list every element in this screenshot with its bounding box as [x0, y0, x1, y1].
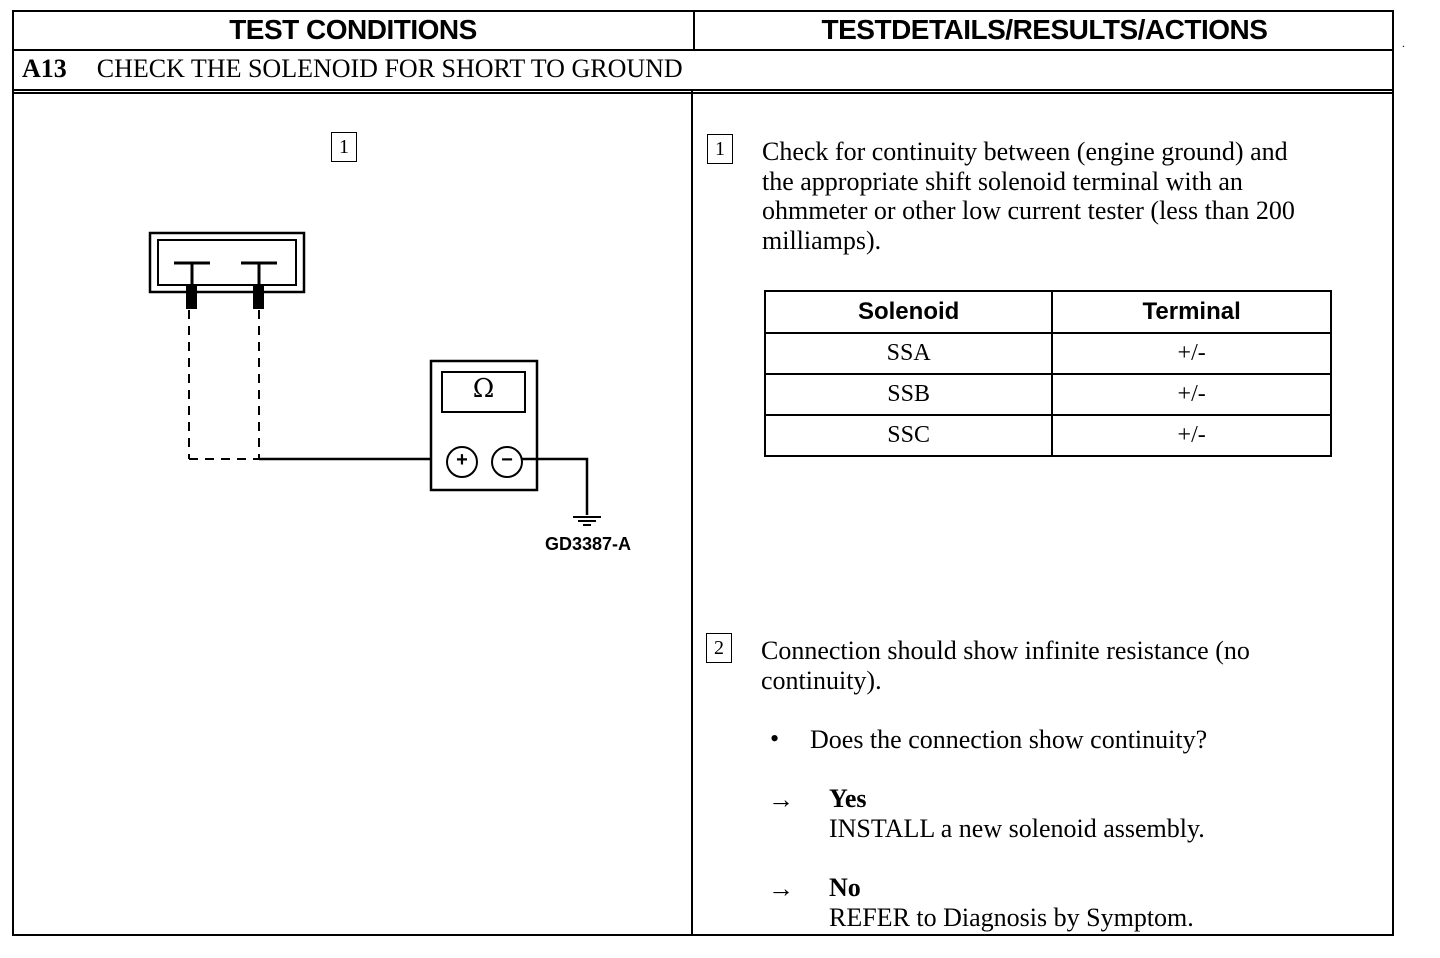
step-1-line: the appropriate shift solenoid terminal … — [762, 166, 1243, 196]
solenoid-cell: SSC — [763, 414, 1054, 457]
no-action: REFER to Diagnosis by Symptom. — [829, 903, 1194, 932]
no-answer: No REFER to Diagnosis by Symptom. — [829, 873, 1194, 933]
terminal-cell: +/- — [1051, 332, 1332, 375]
header-divider — [12, 49, 1394, 51]
step-title: A13 CHECK THE SOLENOID FOR SHORT TO GROUN… — [22, 54, 683, 84]
step-1-instructions: Check for continuity between (engine gro… — [762, 137, 1295, 255]
title-divider-2 — [12, 92, 1394, 94]
solenoid-terminal-table: Solenoid Terminal SSA +/- SSB +/- SSC +/… — [763, 290, 1332, 457]
ohm-symbol: Ω — [472, 374, 495, 404]
step-code: A13 — [22, 54, 67, 83]
column-header-solenoid: Solenoid — [763, 290, 1054, 334]
step-2-instructions: Connection should show infinite resistan… — [761, 636, 1250, 695]
bullet-icon: • — [770, 724, 780, 753]
header-column-divider — [693, 10, 695, 50]
terminal-cell: +/- — [1051, 373, 1332, 416]
step-title-text: CHECK THE SOLENOID FOR SHORT TO GROUND — [96, 54, 683, 83]
table-row: SSC +/- — [763, 414, 1332, 457]
table-row: SSA +/- — [763, 332, 1332, 375]
step-2-line: continuity). — [761, 665, 882, 695]
figure-id: GD3387-A — [545, 534, 632, 554]
test-conditions-header: TEST CONDITIONS — [229, 14, 477, 45]
continuity-question: Does the connection show continuity? — [810, 725, 1208, 754]
step-1-line: ohmmeter or other low current tester (le… — [762, 196, 1295, 225]
solenoid-cell: SSA — [763, 332, 1054, 375]
solenoid-cell: SSB — [763, 373, 1054, 416]
yes-answer: Yes INSTALL a new solenoid assembly. — [829, 784, 1205, 844]
step-1-line: Check for continuity between (engine gro… — [762, 137, 1288, 166]
solenoid-connector-icon — [148, 231, 306, 309]
arrow-right-icon: → — [768, 874, 794, 903]
ground-icon — [573, 516, 601, 526]
plus-terminal-label: + — [456, 449, 468, 471]
arrow-right-icon: → — [768, 785, 794, 814]
column-header-terminal: Terminal — [1051, 290, 1332, 334]
yes-label: Yes — [829, 784, 867, 813]
step-2-marker: 2 — [706, 633, 732, 663]
page-frame — [12, 10, 1394, 936]
step-2-line: Connection should show infinite resistan… — [761, 636, 1250, 665]
column-divider — [691, 90, 693, 936]
title-divider — [12, 89, 1394, 91]
ohmmeter-icon — [429, 359, 539, 492]
table-row: SSB +/- — [763, 373, 1332, 416]
step-1-line: milliamps). — [762, 225, 882, 255]
no-label: No — [829, 873, 861, 902]
yes-action: INSTALL a new solenoid assembly. — [829, 814, 1205, 843]
diagram-step-marker: 1 — [331, 132, 357, 162]
minus-terminal-label: − — [501, 449, 513, 471]
table-header-row: Solenoid Terminal — [763, 290, 1332, 334]
test-details-header: TESTDETAILS/RESULTS/ACTIONS — [821, 14, 1268, 45]
step-1-marker: 1 — [707, 134, 733, 164]
stray-mark: . — [1402, 36, 1405, 50]
terminal-cell: +/- — [1051, 414, 1332, 457]
test-diagram — [148, 231, 601, 526]
